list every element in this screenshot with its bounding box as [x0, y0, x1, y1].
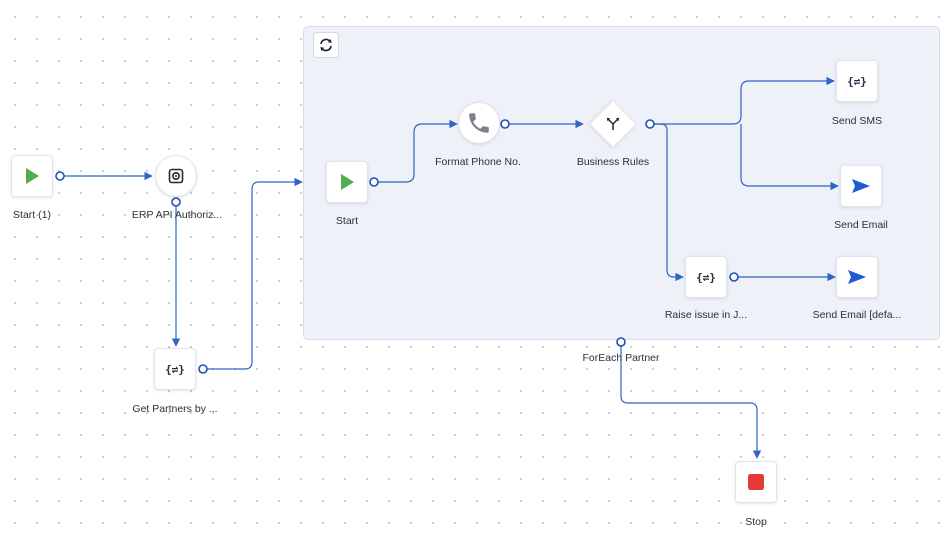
port-phone-out — [500, 119, 510, 129]
inner-start-node[interactable] — [326, 161, 368, 203]
port-foreach-out — [616, 337, 626, 347]
format-phone-label: Format Phone No. — [435, 156, 521, 168]
erp-auth-node[interactable] — [155, 155, 197, 197]
send-email-label: Send Email — [834, 219, 888, 231]
phone-icon — [469, 113, 489, 133]
foreach-label: ForEach Partner — [582, 352, 660, 364]
loop-refresh-icon[interactable] — [313, 32, 339, 58]
code-braces-icon: {⇌} — [696, 270, 716, 284]
gear-icon — [168, 168, 184, 184]
send-icon — [848, 270, 866, 284]
send-sms-node[interactable]: {⇌} — [836, 60, 878, 102]
code-braces-icon: {⇌} — [165, 362, 185, 376]
stop-label: Stop — [745, 516, 767, 528]
start1-node[interactable] — [11, 155, 53, 197]
port-raise-out — [729, 272, 739, 282]
send-email-default-label: Send Email [defa... — [812, 309, 902, 321]
start1-label: Start (1) — [13, 209, 51, 221]
connector-rules-to-email — [740, 124, 839, 191]
port-erp-out — [171, 197, 181, 207]
connector-rules-to-raise — [650, 123, 684, 282]
code-braces-icon: {⇌} — [847, 74, 867, 88]
send-sms-label: Send SMS — [831, 115, 883, 127]
connector-foreach-to-stop — [620, 342, 762, 459]
erp-auth-label: ERP API Authoriz... — [131, 209, 223, 221]
send-icon — [852, 179, 870, 193]
raise-issue-label: Raise issue in J... — [664, 309, 748, 321]
send-email-node[interactable] — [840, 165, 882, 207]
connector-rules-to-sms — [650, 76, 835, 125]
inner-start-label: Start — [335, 215, 359, 227]
connector-innerstart-to-phone — [374, 119, 458, 183]
play-icon — [26, 168, 39, 184]
stop-icon — [748, 474, 764, 490]
port-getpartners-out — [198, 364, 208, 374]
play-icon — [341, 174, 354, 190]
port-innerstart-out — [369, 177, 379, 187]
raise-issue-node[interactable]: {⇌} — [685, 256, 727, 298]
stop-node[interactable] — [735, 461, 777, 503]
port-start1-out — [55, 171, 65, 181]
business-rules-label: Business Rules — [576, 156, 650, 168]
get-partners-label: Get Partners by ... — [132, 403, 218, 415]
connector-getpartners-to-foreach — [203, 177, 303, 370]
port-rules-out — [645, 119, 655, 129]
branch-icon — [606, 117, 620, 130]
business-rules-node[interactable] — [588, 99, 638, 149]
format-phone-node[interactable] — [458, 102, 500, 144]
get-partners-node[interactable]: {⇌} — [154, 348, 196, 390]
send-email-default-node[interactable] — [836, 256, 878, 298]
